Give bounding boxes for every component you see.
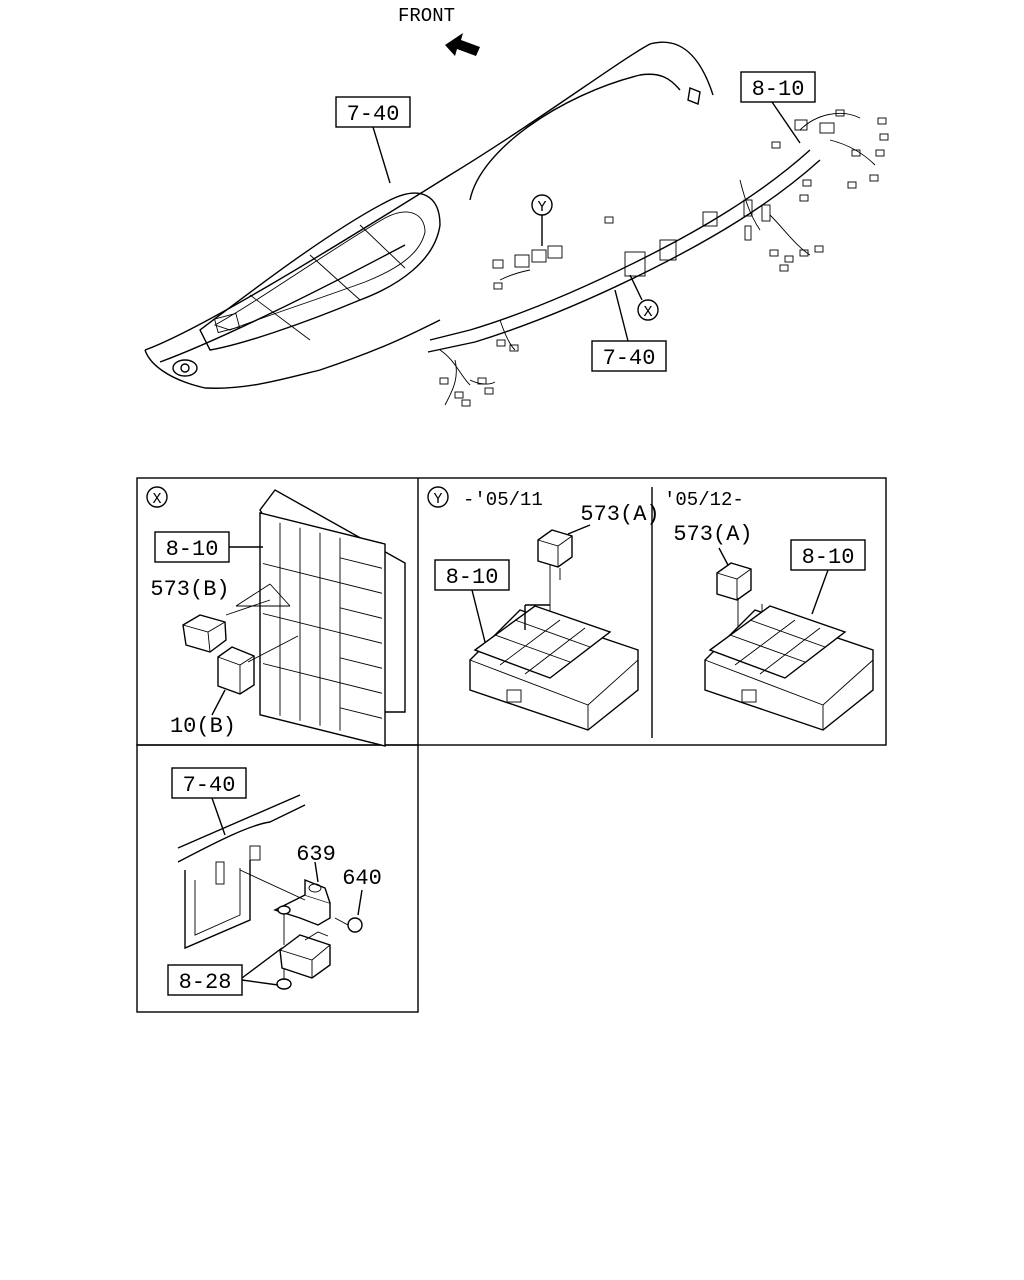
callout-8-28-text: 8-28 — [179, 970, 232, 995]
bracket-639: 639 — [239, 842, 336, 926]
screw-and-relay — [276, 905, 331, 990]
relay-573a-late — [716, 547, 763, 658]
part-639-label: 639 — [296, 842, 336, 867]
callout-7-40-bracket-text: 7-40 — [183, 773, 236, 798]
front-label: FRONT — [398, 5, 455, 27]
callout-8-28[interactable]: 8-28 — [167, 947, 283, 996]
callout-8-10-y-early[interactable]: 8-10 — [434, 559, 510, 643]
callout-7-40-mid-text: 7-40 — [603, 346, 656, 371]
bolt-640: 640 — [334, 866, 382, 933]
part-10b-label: 10(B) — [170, 714, 236, 739]
detail-frames — [136, 477, 887, 1013]
callout-8-10-y-late[interactable]: 8-10 — [790, 539, 866, 615]
part-573a-late-label: 573(A) — [673, 522, 752, 547]
part-573a-early-label: 573(A) — [580, 502, 659, 527]
detail-x: X 8-10 — [146, 486, 406, 747]
marker-y-main[interactable]: Y — [531, 194, 553, 246]
callout-8-10-x[interactable]: 8-10 — [154, 531, 263, 563]
fuse-box — [259, 489, 406, 747]
callout-8-10-top-text: 8-10 — [752, 77, 805, 102]
callout-7-40-bracket[interactable]: 7-40 — [171, 767, 247, 836]
marker-y-main-text: Y — [537, 199, 546, 216]
marker-x-detail: X — [146, 486, 168, 508]
period-early-label: -'05/11 — [463, 489, 543, 511]
detail-y-early: Y -'05/11 573(A) 8-10 — [427, 486, 660, 731]
callout-8-10-top[interactable]: 8-10 — [740, 71, 816, 144]
period-late-label: '05/12- — [664, 489, 744, 511]
relay-573b: 573(B) — [150, 577, 291, 653]
callout-7-40-top-text: 7-40 — [347, 102, 400, 127]
callout-8-10-x-text: 8-10 — [166, 537, 219, 562]
marker-y-detail-text: Y — [433, 491, 442, 508]
relay-573a-early: 573(A) — [537, 502, 660, 620]
callout-8-10-y-early-text: 8-10 — [446, 565, 499, 590]
instrument-panel — [144, 41, 714, 389]
detail-bracket: 7-40 639 640 8-28 — [167, 767, 382, 996]
marker-y-detail: Y — [427, 486, 449, 508]
panel-section — [177, 794, 306, 950]
relay-box-early — [469, 604, 639, 731]
marker-x-detail-text: X — [152, 491, 161, 508]
front-arrow-icon — [445, 33, 480, 56]
callout-7-40-mid[interactable]: 7-40 — [591, 289, 667, 372]
marker-x-main-text: X — [643, 304, 652, 321]
callout-7-40-top[interactable]: 7-40 — [335, 96, 411, 184]
part-640-label: 640 — [342, 866, 382, 891]
wiring-harness — [427, 109, 889, 407]
flasher-10b: 10(B) — [170, 635, 299, 739]
detail-y-late: '05/12- 573(A) 8-10 — [664, 489, 874, 731]
marker-x-main[interactable]: X — [629, 274, 659, 321]
callout-8-10-y-late-text: 8-10 — [802, 545, 855, 570]
part-573b-label: 573(B) — [150, 577, 229, 602]
relay-box-late — [704, 605, 874, 731]
